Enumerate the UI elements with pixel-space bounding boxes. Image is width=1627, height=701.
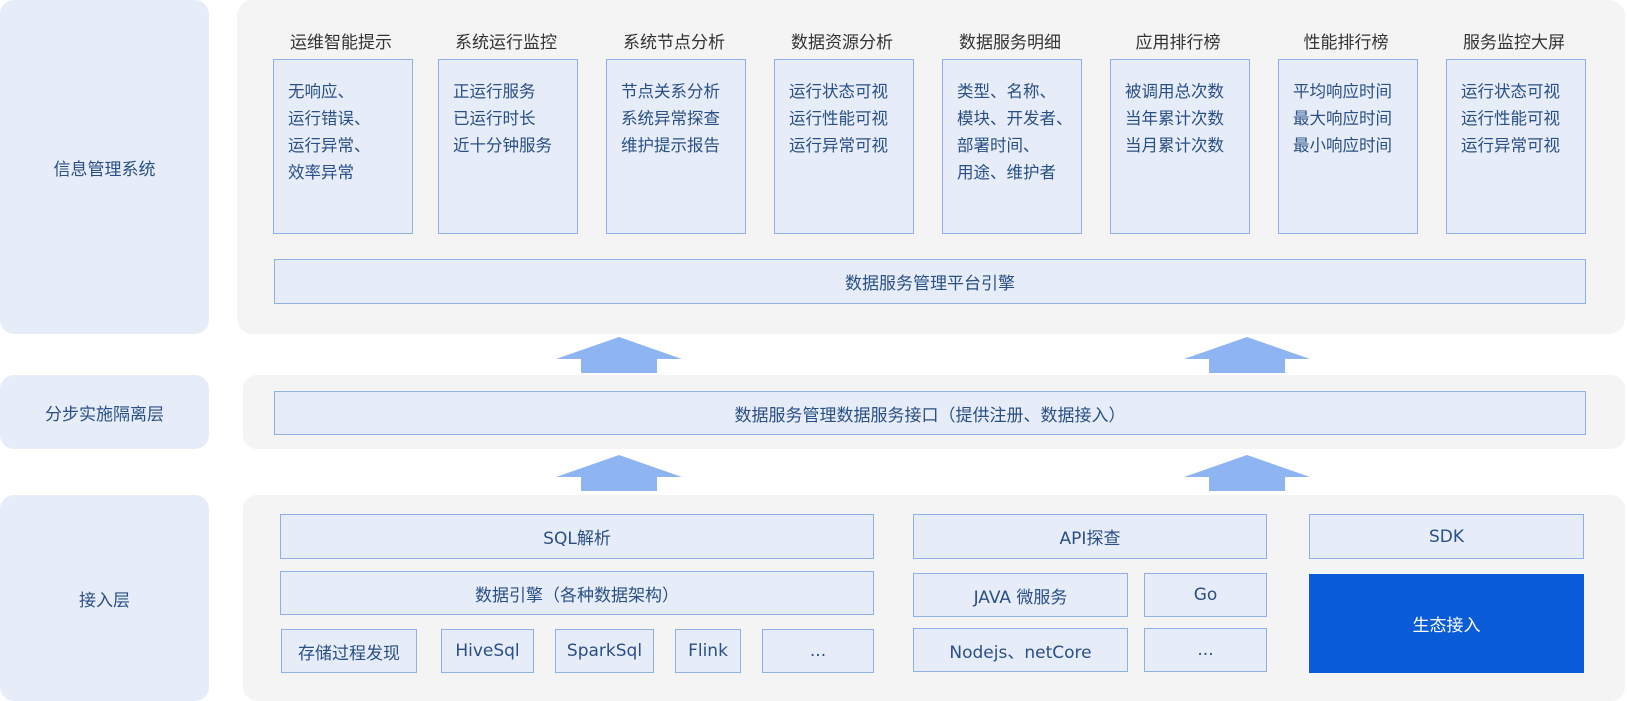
info-system-panel: 运维智能提示无响应、运行错误、运行异常、效率异常 系统运行监控正运行服务已运行时长… — [237, 0, 1625, 334]
api-probe-box: API探查 — [913, 514, 1267, 559]
interface-bar: 数据服务管理数据服务接口（提供注册、数据接入） — [274, 391, 1586, 435]
column-item: 正运行服务 — [453, 82, 536, 101]
sql-parse-box: SQL解析 — [280, 514, 874, 559]
column-title: 系统运行监控 — [455, 33, 557, 53]
column-title: 应用排行榜 — [1135, 33, 1221, 53]
column-item: 系统异常探查 — [621, 109, 720, 128]
nodejs-netcore-box: Nodejs、netCore — [913, 628, 1128, 672]
flink-box: Flink — [675, 629, 741, 673]
column-title: 系统节点分析 — [623, 33, 725, 53]
column-item: 效率异常 — [288, 163, 354, 182]
up-arrow-icon — [1184, 455, 1310, 491]
column-box: 类型、名称、模块、开发者、部署时间、用途、维护者 — [942, 59, 1082, 234]
column-item: 平均响应时间 — [1293, 82, 1392, 101]
column-box: 运行状态可视运行性能可视运行异常可视 — [774, 59, 914, 234]
column-item: 近十分钟服务 — [453, 136, 552, 155]
column-box: 正运行服务已运行时长近十分钟服务 — [438, 59, 578, 234]
column-box: 无响应、运行错误、运行异常、效率异常 — [273, 59, 413, 234]
column-item: 节点关系分析 — [621, 82, 720, 101]
sdk-box: SDK — [1309, 514, 1584, 559]
layer-label-isolation: 分步实施隔离层 — [0, 375, 209, 449]
column-item: 维护提示报告 — [621, 136, 720, 155]
column-item: 无响应、 — [288, 82, 354, 101]
column-item: 当月累计次数 — [1125, 136, 1224, 155]
api-more-box: ... — [1144, 628, 1267, 672]
column-item: 已运行时长 — [453, 109, 536, 128]
column-item: 最小响应时间 — [1293, 136, 1392, 155]
column-item: 当年累计次数 — [1125, 109, 1224, 128]
hivesql-box: HiveSql — [441, 629, 534, 673]
column-item: 运行异常、 — [288, 136, 371, 155]
data-engine-box: 数据引擎（各种数据架构） — [280, 571, 874, 615]
column-box: 被调用总次数当年累计次数当月累计次数 — [1110, 59, 1250, 234]
ecosystem-access-box: 生态接入 — [1309, 574, 1584, 673]
column-item: 部署时间、 — [957, 136, 1040, 155]
layer-label-access: 接入层 — [0, 495, 209, 701]
go-box: Go — [1144, 573, 1267, 617]
engine-bar: 数据服务管理平台引擎 — [274, 259, 1586, 304]
sql-more-box: ... — [762, 629, 874, 673]
column-item: 模块、开发者、 — [957, 109, 1073, 128]
column-item: 运行性能可视 — [1461, 109, 1560, 128]
column-item: 运行异常可视 — [1461, 136, 1560, 155]
column-title: 数据资源分析 — [791, 33, 893, 53]
up-arrow-icon — [556, 455, 682, 491]
column-item: 运行状态可视 — [789, 82, 888, 101]
column-item: 类型、名称、 — [957, 82, 1056, 101]
column-title: 数据服务明细 — [959, 33, 1061, 53]
sparksql-box: SparkSql — [555, 629, 654, 673]
column-title: 性能排行榜 — [1303, 33, 1389, 53]
column-box: 平均响应时间最大响应时间最小响应时间 — [1278, 59, 1418, 234]
layer-label-info-system: 信息管理系统 — [0, 0, 209, 334]
column-item: 最大响应时间 — [1293, 109, 1392, 128]
column-item: 被调用总次数 — [1125, 82, 1224, 101]
isolation-panel: 数据服务管理数据服务接口（提供注册、数据接入） — [243, 375, 1625, 449]
java-microservice-box: JAVA 微服务 — [913, 573, 1128, 617]
column-item: 运行错误、 — [288, 109, 371, 128]
column-item: 运行异常可视 — [789, 136, 888, 155]
column-title: 运维智能提示 — [290, 33, 392, 53]
access-panel: SQL解析 数据引擎（各种数据架构） 存储过程发现 HiveSql SparkS… — [243, 495, 1625, 701]
column-title: 服务监控大屏 — [1463, 33, 1565, 53]
up-arrow-icon — [556, 337, 682, 373]
column-item: 用途、维护者 — [957, 163, 1056, 182]
column-item: 运行性能可视 — [789, 109, 888, 128]
column-box: 运行状态可视运行性能可视运行异常可视 — [1446, 59, 1586, 234]
up-arrow-icon — [1184, 337, 1310, 373]
column-item: 运行状态可视 — [1461, 82, 1560, 101]
column-box: 节点关系分析系统异常探查维护提示报告 — [606, 59, 746, 234]
stored-procedure-box: 存储过程发现 — [281, 629, 417, 673]
